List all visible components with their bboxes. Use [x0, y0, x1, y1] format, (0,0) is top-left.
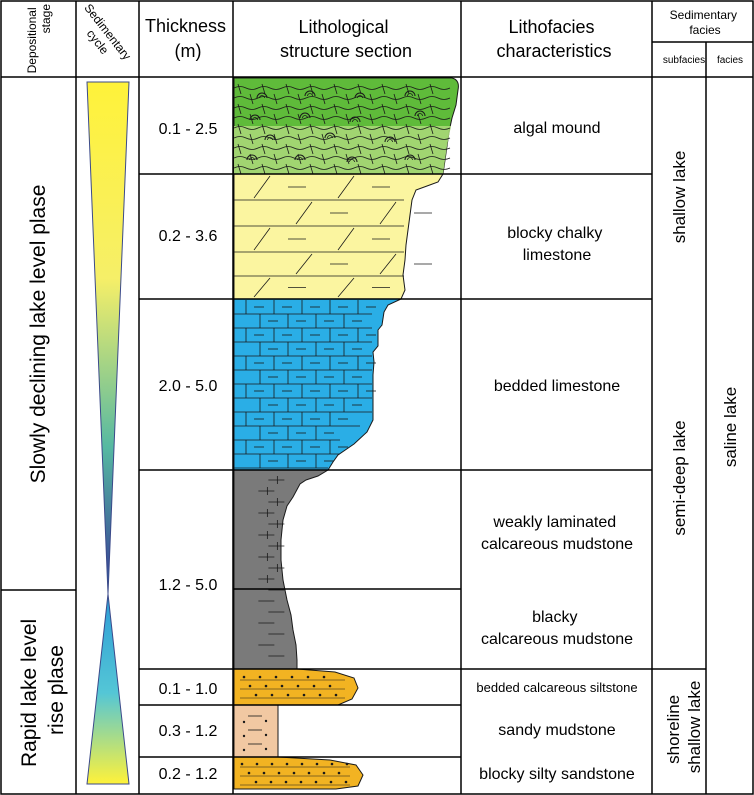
thickness-label: 2.0 - 5.0 [159, 378, 218, 395]
characteristic-label: bedded calcareous siltstone [476, 680, 637, 695]
header-lithofacies-characteristics: Lithofacies characteristics [496, 17, 611, 61]
stage-label-declining: Slowly declining lake level plase [27, 185, 50, 484]
sedimentary-cycle-hourglass [86, 81, 130, 785]
header-thickness: Thickness (m) [145, 16, 231, 61]
lithology-layer-sandstone [233, 756, 364, 790]
thickness-label: 0.3 - 1.2 [159, 723, 218, 740]
characteristic-label: blocky chalky limestone [507, 225, 607, 264]
subfacies-label: semi-deep lake [670, 420, 689, 535]
stage-label-rise: Rapid lake level rise plase [18, 613, 68, 767]
header-subfacies: subfacies [663, 55, 705, 66]
header-lithological-section: Lithological structure section [280, 17, 412, 61]
characteristic-label: sandy mudstone [498, 722, 616, 739]
lithology-layer-siltstone [233, 668, 359, 706]
characteristic-label: blacky calcareous mudstone [481, 609, 633, 648]
characteristic-label: weakly laminated calcareous mudstone [481, 514, 633, 553]
thickness-label: 0.1 - 2.5 [159, 121, 218, 138]
lithology-layer-limestone [233, 298, 402, 471]
header-sedimentary-cycle: Sedimentary cycle [70, 1, 136, 74]
header-row: Depositional stage Sedimentary cycle Thi… [25, 1, 743, 74]
lithology-layer-sandy-mudstone [233, 704, 279, 758]
characteristic-label: bedded limestone [494, 378, 620, 395]
lithology-layer-chalky-limestone [233, 173, 444, 300]
characteristic-label: algal mound [513, 120, 600, 137]
characteristics-column: algal mound blocky chalky limestone bedd… [476, 120, 637, 783]
lithology-section [233, 77, 459, 790]
lithology-layer-mudstone [233, 469, 330, 670]
thickness-label: 0.2 - 3.6 [159, 228, 218, 245]
subfacies-label: shoreline shallow lake [664, 681, 704, 774]
thickness-label: 0.2 - 1.2 [159, 766, 218, 783]
thickness-label: 1.2 - 5.0 [159, 577, 218, 594]
header-depositional-stage: Depositional stage [25, 4, 53, 74]
header-facies: facies [717, 55, 743, 66]
characteristic-label: blocky silty sandstone [479, 766, 635, 783]
facies-label: saline lake [721, 387, 740, 467]
header-sedimentary-facies: Sedimentary facies [670, 8, 741, 37]
thickness-column: 0.1 - 2.5 0.2 - 3.6 2.0 - 5.0 1.2 - 5.0 … [159, 121, 218, 783]
subfacies-label: shallow lake [670, 151, 689, 244]
thickness-label: 0.1 - 1.0 [159, 681, 218, 698]
lithology-layer-algal-mound [233, 77, 459, 175]
